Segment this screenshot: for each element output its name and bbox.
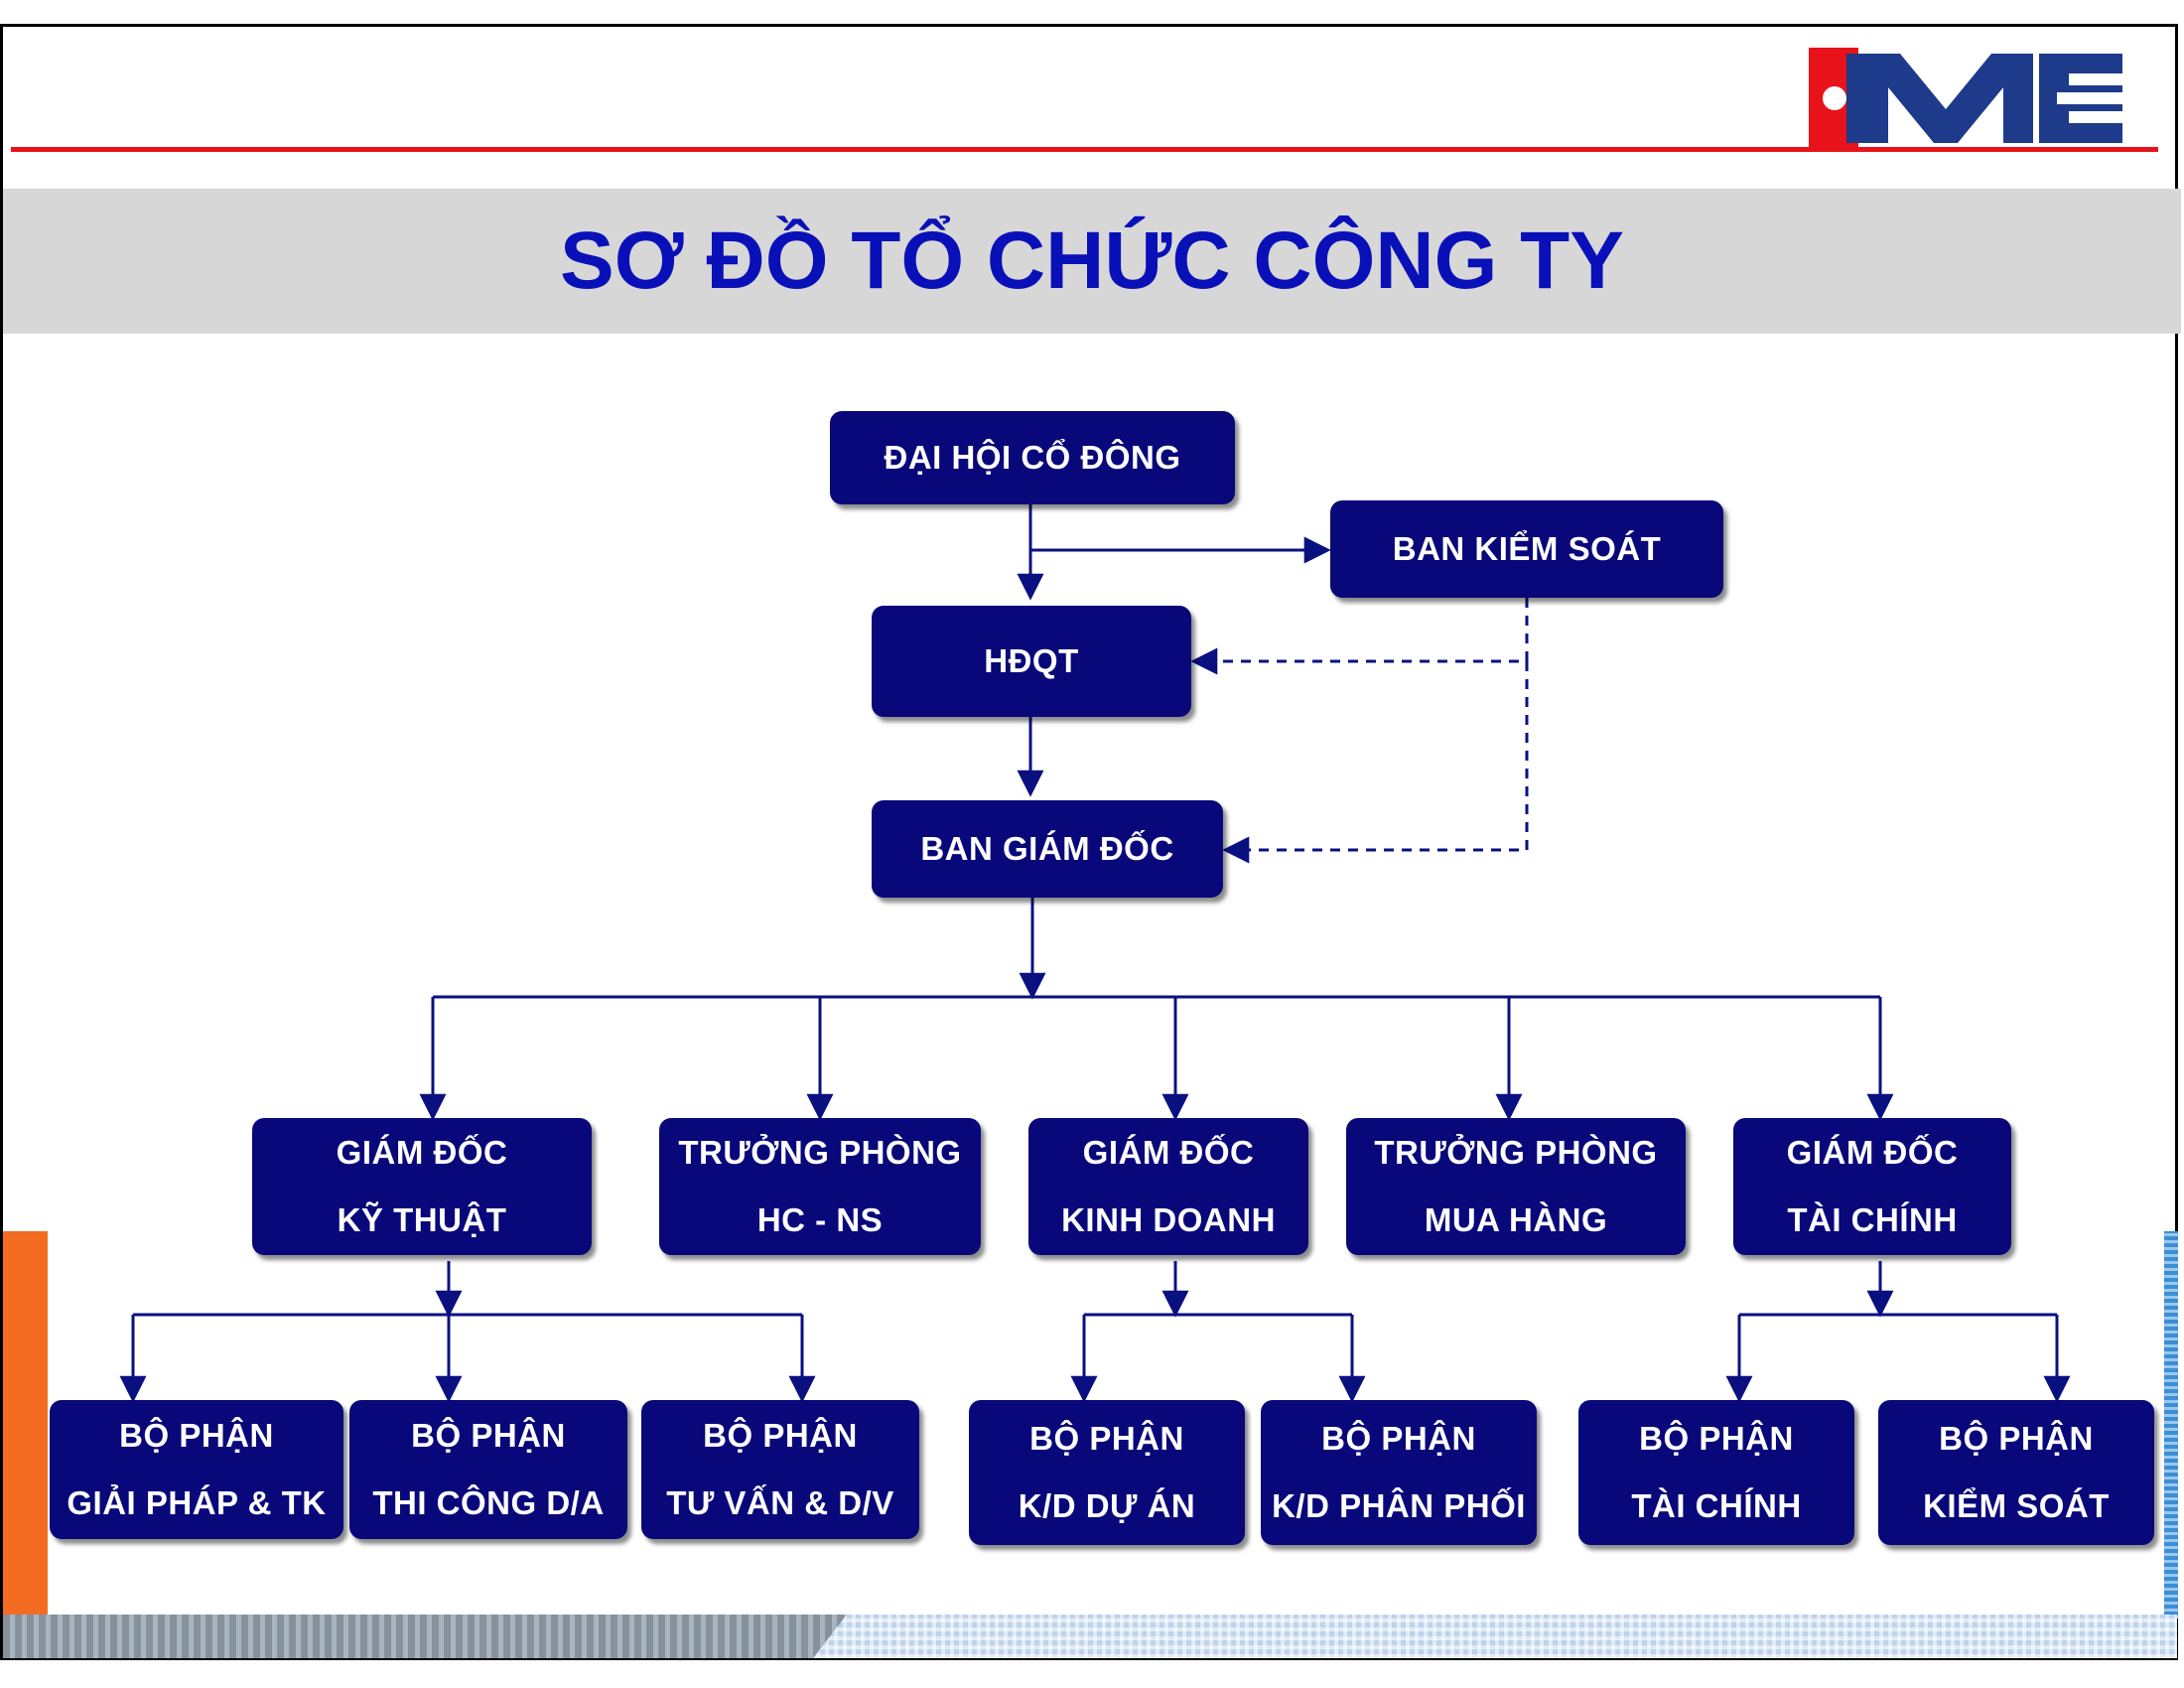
node-directors: BAN GIÁM ĐỐC bbox=[872, 800, 1223, 898]
node-department: TRƯỞNG PHÒNG HC - NS bbox=[659, 1118, 981, 1255]
department-line1: TRƯỞNG PHÒNG bbox=[1374, 1134, 1658, 1171]
node-department: GIÁM ĐỐC TÀI CHÍNH bbox=[1733, 1118, 2011, 1255]
department-line2: KINH DOANH bbox=[1061, 1201, 1276, 1238]
unit-line1: BỘ PHẬN bbox=[119, 1417, 274, 1454]
node-unit: BỘ PHẬN GIẢI PHÁP & TK bbox=[50, 1400, 343, 1539]
department-line1: GIÁM ĐỐC bbox=[336, 1134, 508, 1171]
department-line2: MUA HÀNG bbox=[1424, 1201, 1608, 1238]
node-shareholders: ĐẠI HỘI CỔ ĐÔNG bbox=[830, 411, 1235, 504]
unit-line2: TÀI CHÍNH bbox=[1631, 1487, 1802, 1524]
unit-line1: BỘ PHẬN bbox=[1939, 1420, 2094, 1457]
title-band: SƠ ĐỒ TỔ CHỨC CÔNG TY bbox=[3, 189, 2181, 334]
department-line1: GIÁM ĐỐC bbox=[1786, 1134, 1959, 1171]
node-board: HĐQT bbox=[872, 606, 1191, 717]
department-line1: TRƯỞNG PHÒNG bbox=[678, 1134, 962, 1171]
department-line1: GIÁM ĐỐC bbox=[1082, 1134, 1255, 1171]
unit-line1: BỘ PHẬN bbox=[1321, 1420, 1476, 1457]
unit-line2: GIẢI PHÁP & TK bbox=[67, 1484, 327, 1521]
node-unit: BỘ PHẬN TƯ VẤN & D/V bbox=[641, 1400, 919, 1539]
node-department: TRƯỞNG PHÒNG MUA HÀNG bbox=[1346, 1118, 1686, 1255]
unit-line1: BỘ PHẬN bbox=[703, 1417, 858, 1454]
node-unit: BỘ PHẬN K/D PHÂN PHỐI bbox=[1261, 1400, 1537, 1545]
unit-line1: BỘ PHẬN bbox=[411, 1417, 566, 1454]
node-department: GIÁM ĐỐC KINH DOANH bbox=[1028, 1118, 1308, 1255]
node-unit: BỘ PHẬN THI CÔNG D/A bbox=[349, 1400, 627, 1539]
unit-line2: THI CÔNG D/A bbox=[372, 1484, 605, 1521]
unit-line2: TƯ VẤN & D/V bbox=[666, 1484, 894, 1521]
dashed-supervisory-directors bbox=[1222, 661, 1529, 864]
dashed-supervisory-board bbox=[1190, 598, 1529, 675]
right-pattern-strip bbox=[2164, 1231, 2178, 1618]
node-unit: BỘ PHẬN KIỂM SOÁT bbox=[1878, 1400, 2154, 1545]
unit-line1: BỘ PHẬN bbox=[1639, 1420, 1794, 1457]
node-directors-label: BAN GIÁM ĐỐC bbox=[920, 830, 1174, 867]
node-unit: BỘ PHẬN TÀI CHÍNH bbox=[1578, 1400, 1854, 1545]
department-line2: HC - NS bbox=[756, 1201, 884, 1238]
unit-line1: BỘ PHẬN bbox=[1029, 1420, 1184, 1457]
node-supervisory-board-label: BAN KIỂM SOÁT bbox=[1392, 530, 1662, 567]
node-unit: BỘ PHẬN K/D DỰ ÁN bbox=[969, 1400, 1245, 1545]
node-department: GIÁM ĐỐC KỸ THUẬT bbox=[252, 1118, 592, 1255]
bottom-pattern-strip bbox=[3, 1615, 2177, 1658]
node-board-label: HĐQT bbox=[984, 642, 1079, 679]
node-supervisory-board: BAN KIỂM SOÁT bbox=[1330, 500, 1723, 598]
department-line2: TÀI CHÍNH bbox=[1787, 1201, 1958, 1238]
header-rule bbox=[11, 147, 2158, 152]
unit-line2: KIỂM SOÁT bbox=[1923, 1487, 2110, 1524]
orange-accent-bar bbox=[3, 1231, 48, 1617]
ime-logo bbox=[1809, 48, 2122, 149]
department-line2: KỸ THUẬT bbox=[337, 1201, 507, 1238]
node-shareholders-label: ĐẠI HỘI CỔ ĐÔNG bbox=[884, 439, 1181, 476]
unit-line2: K/D DỰ ÁN bbox=[1018, 1487, 1196, 1524]
unit-line2: K/D PHÂN PHỐI bbox=[1272, 1487, 1526, 1524]
page-title: SƠ ĐỒ TỔ CHỨC CÔNG TY bbox=[560, 215, 1624, 306]
